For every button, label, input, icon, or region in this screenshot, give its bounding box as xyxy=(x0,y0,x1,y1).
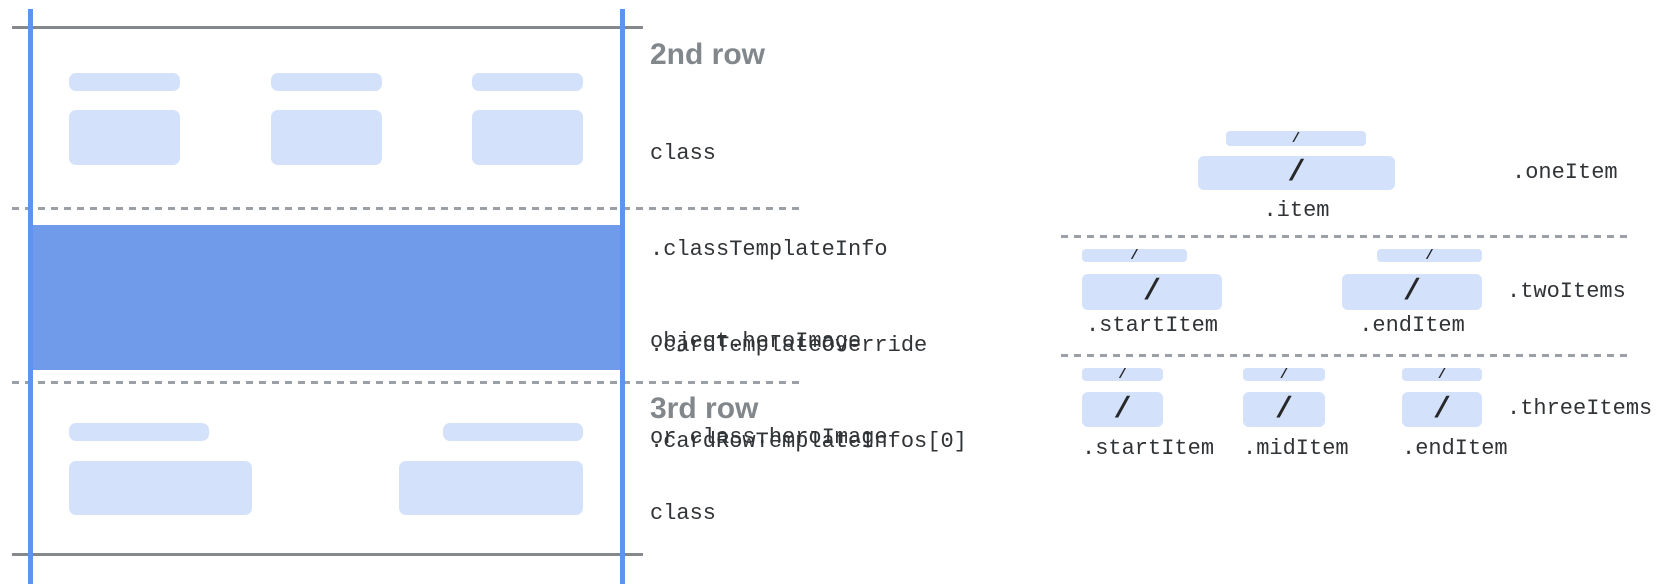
value-chip xyxy=(271,110,382,165)
slash-placeholder: / xyxy=(1142,275,1161,309)
start-item-label: .startItem xyxy=(1082,436,1215,461)
label-chip xyxy=(69,73,180,91)
top-boundary-line xyxy=(12,26,643,29)
label-chip xyxy=(69,423,209,441)
item-label-chip: / xyxy=(1082,247,1187,264)
code-line: .classTemplateInfo xyxy=(650,237,888,262)
row2-path-code: class .classTemplateInfo .cardTemplateOv… xyxy=(650,74,967,522)
item-value-chip: / xyxy=(1082,392,1163,427)
item-label-chip: / xyxy=(1226,130,1366,147)
slash-placeholder: / xyxy=(1130,247,1139,264)
code-line: object.heroImage xyxy=(650,329,862,354)
label-chip xyxy=(472,73,583,91)
row3-path-code: class .classTemplateInfo .cardTemplateOv… xyxy=(650,434,967,584)
code-line: .cardTemplateOverride xyxy=(650,333,928,358)
item-label-chip: / xyxy=(1243,366,1325,383)
bottom-boundary-line xyxy=(12,553,643,556)
slash-placeholder: / xyxy=(1291,130,1301,147)
slash-placeholder: / xyxy=(1113,392,1132,427)
slash-placeholder: / xyxy=(1432,392,1451,427)
item-value-chip: / xyxy=(1402,392,1482,427)
slash-placeholder: / xyxy=(1437,366,1447,383)
left-guide-line xyxy=(28,9,33,584)
label-chip xyxy=(271,73,382,91)
end-item-label: .endItem xyxy=(1359,313,1465,338)
code-line: class xyxy=(650,501,717,526)
slash-placeholder: / xyxy=(1118,366,1127,383)
slash-placeholder: / xyxy=(1287,156,1306,190)
slash-placeholder: / xyxy=(1279,366,1289,383)
value-chip xyxy=(69,461,252,515)
code-line: class xyxy=(650,141,717,166)
slash-placeholder: / xyxy=(1425,247,1434,264)
item-label-chip: / xyxy=(1402,366,1482,383)
row-divider-dashed xyxy=(12,381,802,384)
one-item-row-label: .oneItem xyxy=(1512,160,1618,185)
end-item-label: .endItem xyxy=(1402,436,1508,461)
hero-path-code: object.heroImage or class.heroImage xyxy=(650,262,888,518)
three-items-row-label: .threeItems xyxy=(1507,396,1653,421)
slash-placeholder: / xyxy=(1274,392,1293,427)
right-guide-line xyxy=(620,9,625,584)
hero-image-band xyxy=(30,225,622,370)
mid-item-label: .midItem xyxy=(1243,436,1349,461)
row2-heading: 2nd row xyxy=(650,38,766,71)
value-chip xyxy=(472,110,583,165)
item-value-chip: / xyxy=(1243,392,1325,427)
item-label-chip: / xyxy=(1082,366,1163,383)
row3-heading: 3rd row xyxy=(650,392,759,425)
item-value-chip: / xyxy=(1082,274,1222,310)
row-separator-dashed xyxy=(1061,354,1630,357)
item-label-chip: / xyxy=(1377,247,1482,264)
item-value-chip: / xyxy=(1342,274,1482,310)
row-divider-dashed xyxy=(12,207,802,210)
item-value-chip: / xyxy=(1198,156,1395,190)
value-chip xyxy=(69,110,180,165)
label-chip xyxy=(443,423,583,441)
row-separator-dashed xyxy=(1061,235,1630,238)
code-line: .cardRowTemplateInfos[0] xyxy=(650,429,967,454)
item-field-label: .item xyxy=(1263,198,1330,223)
two-items-row-label: .twoItems xyxy=(1507,279,1626,304)
slash-placeholder: / xyxy=(1402,275,1421,309)
value-chip xyxy=(399,461,583,515)
start-item-label: .startItem xyxy=(1085,313,1219,338)
code-line: or class.heroImage xyxy=(650,425,888,450)
